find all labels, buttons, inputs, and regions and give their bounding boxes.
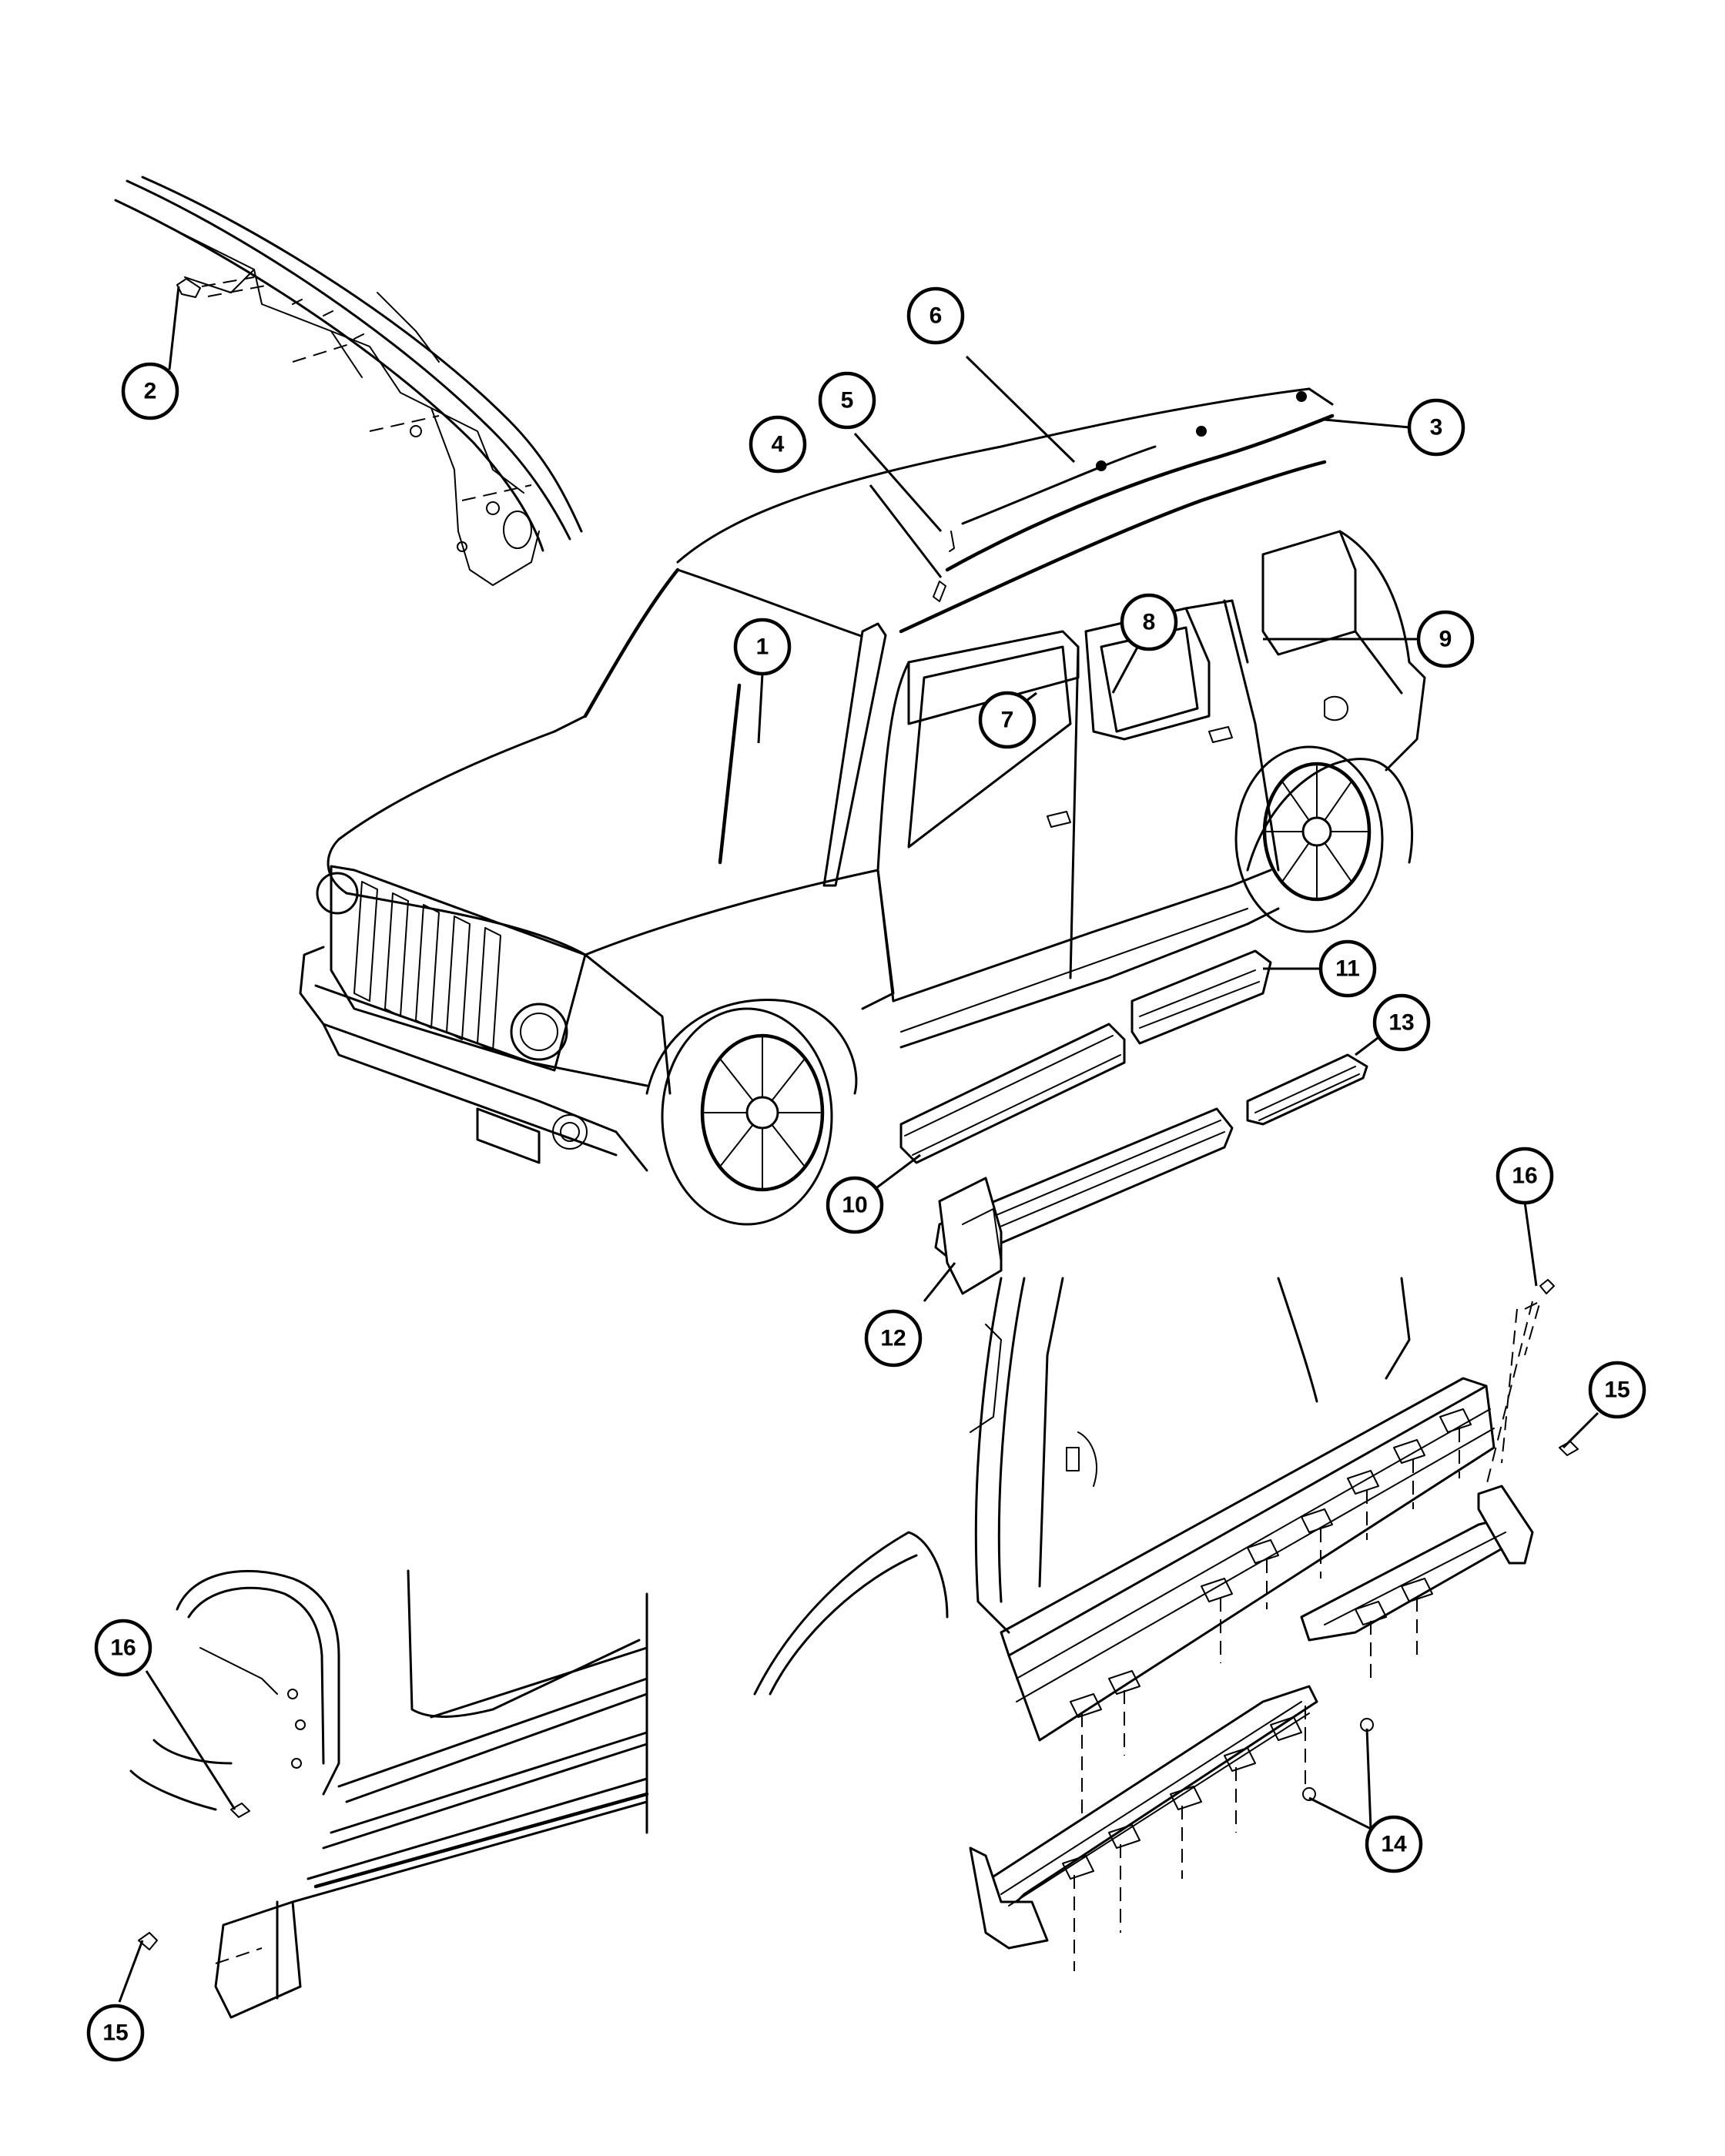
callout-15-right: 15 <box>1588 1361 1646 1419</box>
roof-rail-inset <box>114 176 583 586</box>
rocker-assembly-inset <box>753 1277 1579 1971</box>
callout-11: 11 <box>1318 939 1377 998</box>
callout-8: 8 <box>1120 593 1178 651</box>
callout-2-label: 2 <box>144 379 157 404</box>
callout-10: 10 <box>826 1176 884 1234</box>
callout-16-left-label: 16 <box>110 1635 136 1661</box>
callout-7-label: 7 <box>1001 708 1014 733</box>
callout-1: 1 <box>733 618 792 676</box>
callout-12-label: 12 <box>880 1326 906 1351</box>
callout-15-right-label: 15 <box>1604 1378 1630 1403</box>
callout-16-left: 16 <box>94 1619 152 1677</box>
callout-6: 6 <box>906 286 965 345</box>
callout-4: 4 <box>749 415 807 474</box>
front-lower-inset <box>129 1569 649 2019</box>
callout-9: 9 <box>1416 610 1475 668</box>
callout-3: 3 <box>1407 398 1465 457</box>
callout-16-right: 16 <box>1496 1147 1554 1205</box>
sill-moldings <box>899 949 1368 1295</box>
callout-6-label: 6 <box>929 303 943 329</box>
callout-3-label: 3 <box>1430 415 1443 440</box>
callout-16-right-label: 16 <box>1512 1163 1537 1189</box>
callout-5: 5 <box>818 371 876 430</box>
callout-14: 14 <box>1365 1815 1423 1873</box>
callout-14-label: 14 <box>1381 1832 1407 1857</box>
callout-11-label: 11 <box>1335 956 1360 982</box>
callout-7: 7 <box>978 691 1037 749</box>
callout-13-label: 13 <box>1388 1010 1414 1036</box>
callout-5-label: 5 <box>841 388 854 413</box>
callout-4-label: 4 <box>772 432 785 457</box>
callout-12: 12 <box>864 1309 923 1368</box>
callout-15-left: 15 <box>86 2004 145 2062</box>
callout-1-label: 1 <box>756 634 769 660</box>
callout-13: 13 <box>1372 993 1431 1052</box>
callout-8-label: 8 <box>1143 610 1156 635</box>
callout-10-label: 10 <box>842 1193 867 1218</box>
callout-9-label: 9 <box>1439 627 1452 652</box>
callout-2: 2 <box>121 362 179 420</box>
callout-15-left-label: 15 <box>102 2020 128 2046</box>
leader-lines <box>118 286 1599 2003</box>
vehicle-body <box>299 387 1426 1226</box>
